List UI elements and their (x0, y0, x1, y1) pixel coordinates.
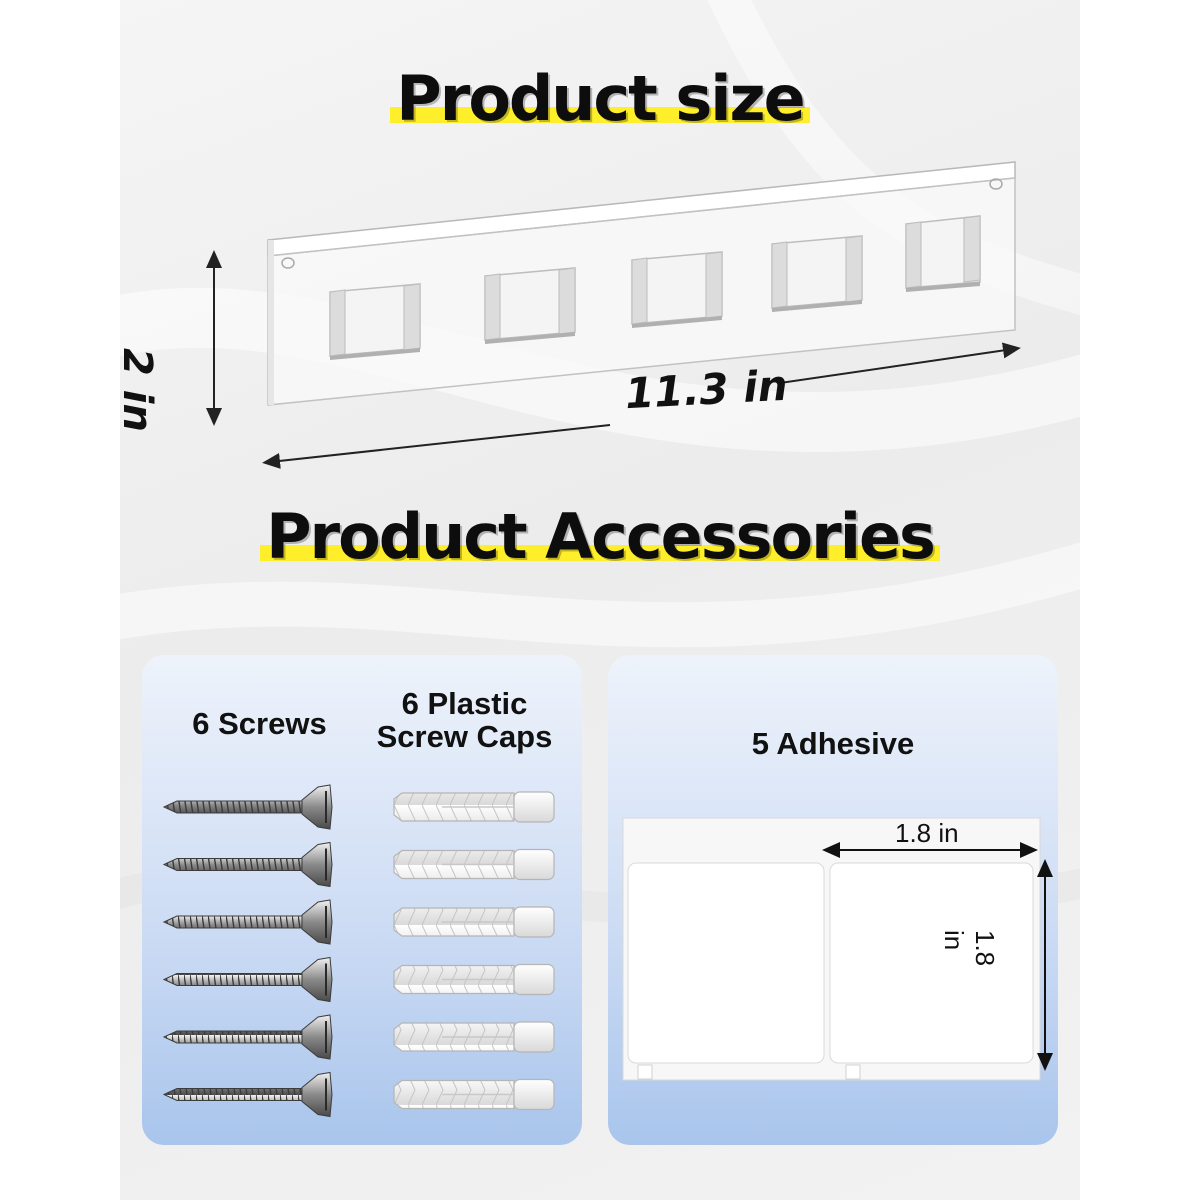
screw-icon (162, 1014, 333, 1060)
holder (905, 215, 981, 292)
holder (771, 235, 863, 312)
width-arrow-right (779, 342, 1021, 384)
product-size-heading: Product size (0, 62, 1200, 135)
mounting-hole-right (989, 178, 1003, 190)
screw-icon (162, 784, 333, 830)
wall-anchor-icon (393, 1021, 555, 1053)
wall-anchor-icon (393, 848, 555, 881)
caps-label: 6 Plastic Screw Caps (357, 687, 572, 753)
wall-anchor-icon (393, 1078, 555, 1111)
adhesive-width-label: 1.8 in (895, 818, 959, 848)
holder (631, 251, 723, 328)
product-accessories-heading: Product Accessories (0, 500, 1200, 573)
adhesive-pad (627, 862, 825, 1064)
adhesive-panel: 5 Adhesive 1.8 in 1.8 in (608, 655, 1058, 1145)
adhesive-illustration (622, 817, 1053, 1081)
acrylic-rack-illustration (206, 161, 1021, 469)
screws-and-anchors-illustration (162, 784, 555, 1118)
screw-icon (162, 1071, 333, 1118)
screw-icon (162, 899, 333, 945)
adhesive-height-label: 1.8 in (939, 930, 1000, 967)
wall-anchor-icon (393, 791, 555, 823)
height-dimension-label: 2 in (114, 348, 160, 432)
mounting-hole-left (281, 257, 295, 269)
width-dimension-label: 11.3 in (623, 360, 789, 419)
screw-icon (162, 841, 333, 888)
adhesive-pad (829, 862, 1034, 1064)
screw-icon (162, 956, 333, 1003)
wall-anchor-icon (393, 963, 555, 996)
adhesive-tab (637, 1064, 653, 1080)
product-size-heading-text: Product size (390, 62, 810, 135)
product-accessories-heading-text: Product Accessories (260, 500, 940, 573)
width-arrow-left (262, 424, 611, 469)
screws-label: 6 Screws (192, 706, 327, 741)
caps-label-line1: 6 Plastic (401, 686, 528, 721)
adhesive-label: 5 Adhesive (751, 726, 915, 761)
adhesive-tab (845, 1064, 861, 1080)
holder (329, 283, 421, 360)
screws-and-caps-panel: 6 Screws 6 Plastic Screw Caps (142, 655, 582, 1145)
wall-anchor-icon (393, 906, 555, 938)
holder (484, 267, 576, 344)
caps-label-line2: Screw Caps (376, 719, 553, 754)
